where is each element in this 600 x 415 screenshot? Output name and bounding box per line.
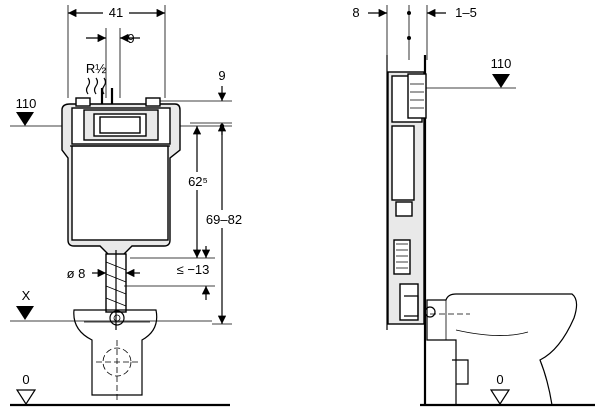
wall-thickness-label: 8 bbox=[352, 5, 359, 20]
gap-label: 1–5 bbox=[455, 5, 477, 20]
cistern-side bbox=[387, 71, 427, 325]
floor-marker-icon bbox=[15, 389, 37, 406]
total-height-label: 69–82 bbox=[206, 212, 242, 227]
side-view: 8 1–5 110 bbox=[352, 5, 595, 407]
width-label: 41 bbox=[109, 5, 123, 20]
x-level-marker-icon bbox=[16, 306, 34, 320]
cistern-height-label: 62⁵ bbox=[188, 174, 208, 189]
side-floor-marker-icon bbox=[489, 389, 511, 406]
outlet-diameter-label: ø 8 bbox=[67, 266, 86, 281]
offset-label: 9 bbox=[127, 31, 134, 46]
front-view: 41 9 R½ 9 110 bbox=[10, 3, 246, 407]
floor-label-side: 0 bbox=[496, 372, 503, 387]
side-inlet-height-label: 110 bbox=[491, 56, 512, 71]
toilet-bowl-side bbox=[424, 293, 578, 406]
outlet-depth-label: ≤ −13 bbox=[177, 262, 210, 277]
flush-pipe bbox=[105, 250, 127, 330]
side-level-marker-icon bbox=[492, 74, 510, 88]
toilet-bowl-front bbox=[73, 309, 158, 402]
level-marker-icon bbox=[16, 112, 34, 126]
top-offset-label: 9 bbox=[218, 68, 225, 83]
inlet-height-label: 110 bbox=[16, 96, 37, 111]
connection-label: R½ bbox=[86, 61, 106, 76]
cistern bbox=[61, 88, 181, 257]
mark-x-label: X bbox=[22, 288, 31, 303]
floor-label-front: 0 bbox=[22, 372, 29, 387]
